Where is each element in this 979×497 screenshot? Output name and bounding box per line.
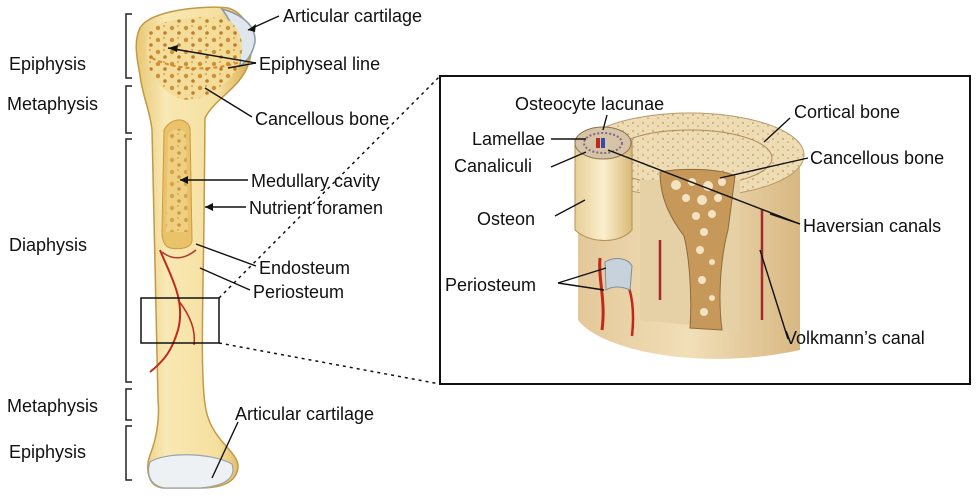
label-periosteum-long: Periosteum: [253, 283, 344, 301]
label-haversian-canals: Haversian canals: [803, 217, 941, 235]
label-osteocyte-lacunae: Osteocyte lacunae: [515, 95, 664, 113]
bracket-diaphysis: [126, 139, 132, 382]
label-articular-cartilage-top: Articular cartilage: [283, 7, 422, 25]
bracket-metaphysis-top: [126, 86, 132, 133]
bracket-epiphysis-top: [126, 14, 132, 78]
label-metaphysis-top: Metaphysis: [7, 95, 98, 113]
label-periosteum-detail: Periosteum: [445, 276, 536, 294]
label-canaliculi: Canaliculi: [454, 157, 532, 175]
bracket-epiphysis-bottom: [126, 426, 132, 480]
label-nutrient-foramen: Nutrient foramen: [249, 199, 383, 217]
haversian-canal-red: [596, 138, 600, 148]
haversian-canal-blue: [601, 138, 605, 148]
label-cancellous-bone-long: Cancellous bone: [255, 110, 389, 128]
label-cortical-bone: Cortical bone: [794, 103, 900, 121]
label-endosteum: Endosteum: [259, 259, 350, 277]
label-volkmanns-canal: Volkmann’s canal: [785, 329, 925, 347]
region-brackets: [126, 14, 132, 480]
label-cancellous-bone-detail: Cancellous bone: [810, 149, 944, 167]
label-medullary-cavity: Medullary cavity: [251, 172, 380, 190]
label-epiphysis-bottom: Epiphysis: [9, 443, 86, 461]
label-epiphysis-top: Epiphysis: [9, 55, 86, 73]
label-diaphysis: Diaphysis: [9, 236, 87, 254]
periosteum-flap: [605, 259, 632, 290]
label-lamellae: Lamellae: [472, 130, 545, 148]
bracket-metaphysis-bottom: [126, 389, 132, 420]
label-metaphysis-bottom: Metaphysis: [7, 397, 98, 415]
label-articular-cartilage-bottom: Articular cartilage: [235, 405, 374, 423]
label-epiphyseal-line: Epiphyseal line: [259, 55, 380, 73]
label-osteon: Osteon: [477, 210, 535, 228]
